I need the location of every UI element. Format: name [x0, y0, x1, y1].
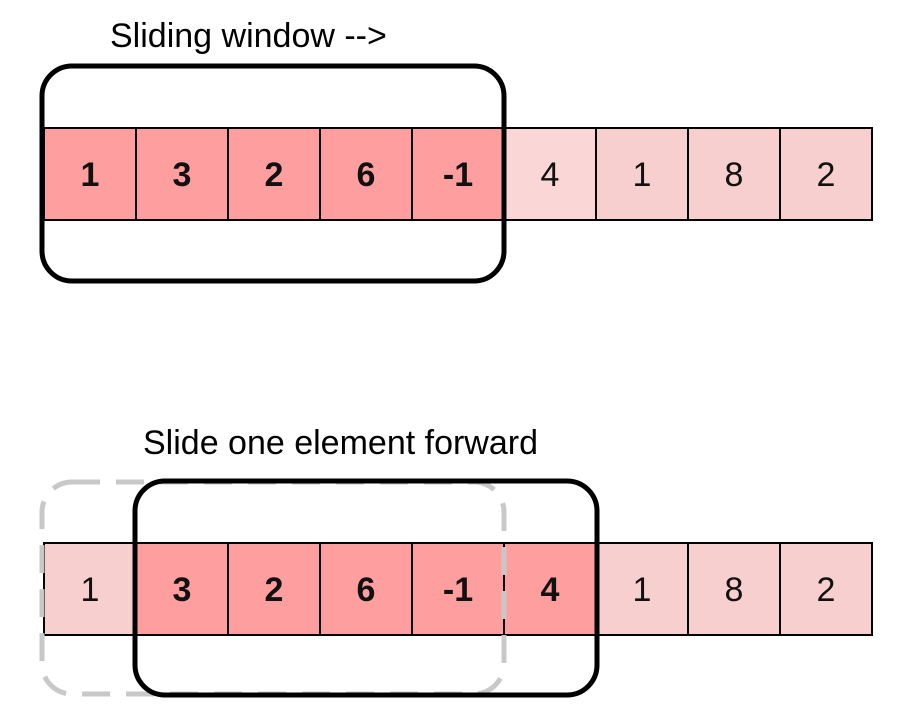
bottom-array-cell-value: 6 — [357, 571, 376, 609]
top-array-cell-value: 3 — [173, 156, 192, 194]
bottom-section-label: Slide one element forward — [143, 424, 538, 462]
bottom-array-cell-value: 2 — [265, 571, 284, 609]
top-array-cell — [227, 127, 321, 221]
top-array-cell-value: 8 — [725, 156, 744, 194]
bottom-array-cell-value: 1 — [81, 571, 100, 609]
top-array-cell — [43, 127, 137, 221]
top-array-cell-value: -1 — [443, 156, 473, 194]
bottom-array-cell-value: 1 — [633, 571, 652, 609]
bottom-array-cell — [135, 542, 229, 636]
top-array-cell — [595, 127, 689, 221]
bottom-array-cell-value: 3 — [173, 571, 192, 609]
bottom-array-cell — [503, 542, 597, 636]
bottom-array-cell — [687, 542, 781, 636]
top-array-cell-value: 1 — [81, 156, 100, 194]
top-window-outline — [39, 63, 507, 284]
top-array: 1 3 2 6 -1 4 1 8 2 — [43, 127, 873, 221]
bottom-array-cell — [411, 542, 505, 636]
top-array-cell — [411, 127, 505, 221]
bottom-array-cell — [319, 542, 413, 636]
top-array-cell — [779, 127, 873, 221]
bottom-array-cell-value: 2 — [817, 571, 836, 609]
top-array-cell-value: 4 — [541, 156, 560, 194]
top-section-label: Sliding window --> — [110, 17, 387, 55]
bottom-array-cell — [227, 542, 321, 636]
bottom-array-cell — [779, 542, 873, 636]
bottom-array-cell-value: -1 — [443, 571, 473, 609]
top-array-cell-value: 2 — [817, 156, 836, 194]
current-window-outline — [132, 478, 600, 698]
bottom-array-cell — [43, 542, 137, 636]
top-array-cell — [135, 127, 229, 221]
top-array-cell-value: 2 — [265, 156, 284, 194]
top-array-cell-value: 1 — [633, 156, 652, 194]
bottom-array: 1 3 2 6 -1 4 1 8 2 — [43, 542, 873, 636]
bottom-array-cell-value: 8 — [725, 571, 744, 609]
top-array-cell — [687, 127, 781, 221]
bottom-array-cell — [595, 542, 689, 636]
top-array-cell-value: 6 — [357, 156, 376, 194]
bottom-array-cell-value: 4 — [541, 571, 560, 609]
